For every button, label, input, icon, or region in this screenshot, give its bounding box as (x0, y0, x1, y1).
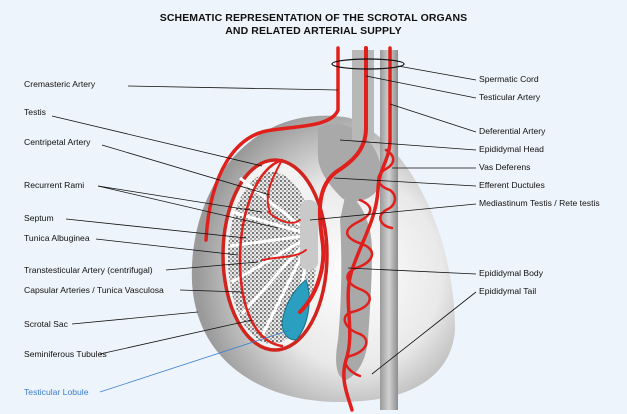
capsular-arteries (238, 158, 284, 348)
label-seminiferous-tubules: Seminiferous Tubules (24, 349, 107, 359)
transtesticular-artery (261, 249, 307, 261)
label-spermatic-cord: Spermatic Cord (479, 74, 539, 84)
label-centripetal-artery: Centripetal Artery (24, 137, 91, 147)
label-recurrent-rami: Recurrent Rami (24, 180, 85, 190)
epididymal-artery-coils (343, 198, 374, 378)
label-epididymal-body: Epididymal Body (479, 268, 544, 278)
leader-lines (51, 65, 477, 375)
label-vas-deferens: Vas Deferens (479, 162, 531, 172)
label-cremasteric-artery: Cremasteric Artery (24, 79, 96, 89)
label-testis: Testis (24, 107, 46, 117)
spermatic-cord (352, 50, 374, 140)
label-epididymal-head: Epididymal Head (479, 144, 544, 154)
testicular-lobule-leader (99, 329, 291, 393)
cremasteric-artery (204, 46, 340, 242)
label-epididymal-tail: Epididymal Tail (479, 286, 537, 296)
centripetal-artery (266, 159, 283, 213)
label-septum: Septum (24, 213, 54, 223)
label-transtesticular-artery: Transtesticular Artery (centrifugal) (24, 265, 153, 275)
label-scrotal-sac: Scrotal Sac (24, 319, 68, 329)
mediastinum-testis (300, 200, 318, 270)
vas-artery-coils (377, 148, 397, 230)
label-testicular-lobule: Testicular Lobule (24, 387, 89, 397)
recurrent-rami (267, 211, 301, 224)
spermatic-cord-ring (331, 58, 405, 70)
testicular-lobule (281, 279, 310, 341)
label-mediastinum-testis: Mediastinum Testis / Rete testis (479, 198, 600, 208)
label-efferent-ductules: Efferent Ductules (479, 180, 545, 190)
arteries (204, 46, 397, 412)
label-deferential-artery: Deferential Artery (479, 126, 546, 136)
label-capsular-arteries: Capsular Arteries / Tunica Vasculosa (24, 285, 164, 295)
label-tunica-albuginea: Tunica Albuginea (24, 233, 90, 243)
testicular-artery (298, 46, 368, 314)
diagram-title-line2: AND RELATED ARTERIAL SUPPLY (225, 25, 402, 37)
diagram-title-line1: SCHEMATIC REPRESENTATION OF THE SCROTAL … (159, 12, 468, 24)
label-testicular-artery: Testicular Artery (479, 92, 541, 102)
vas-deferens (380, 50, 398, 410)
